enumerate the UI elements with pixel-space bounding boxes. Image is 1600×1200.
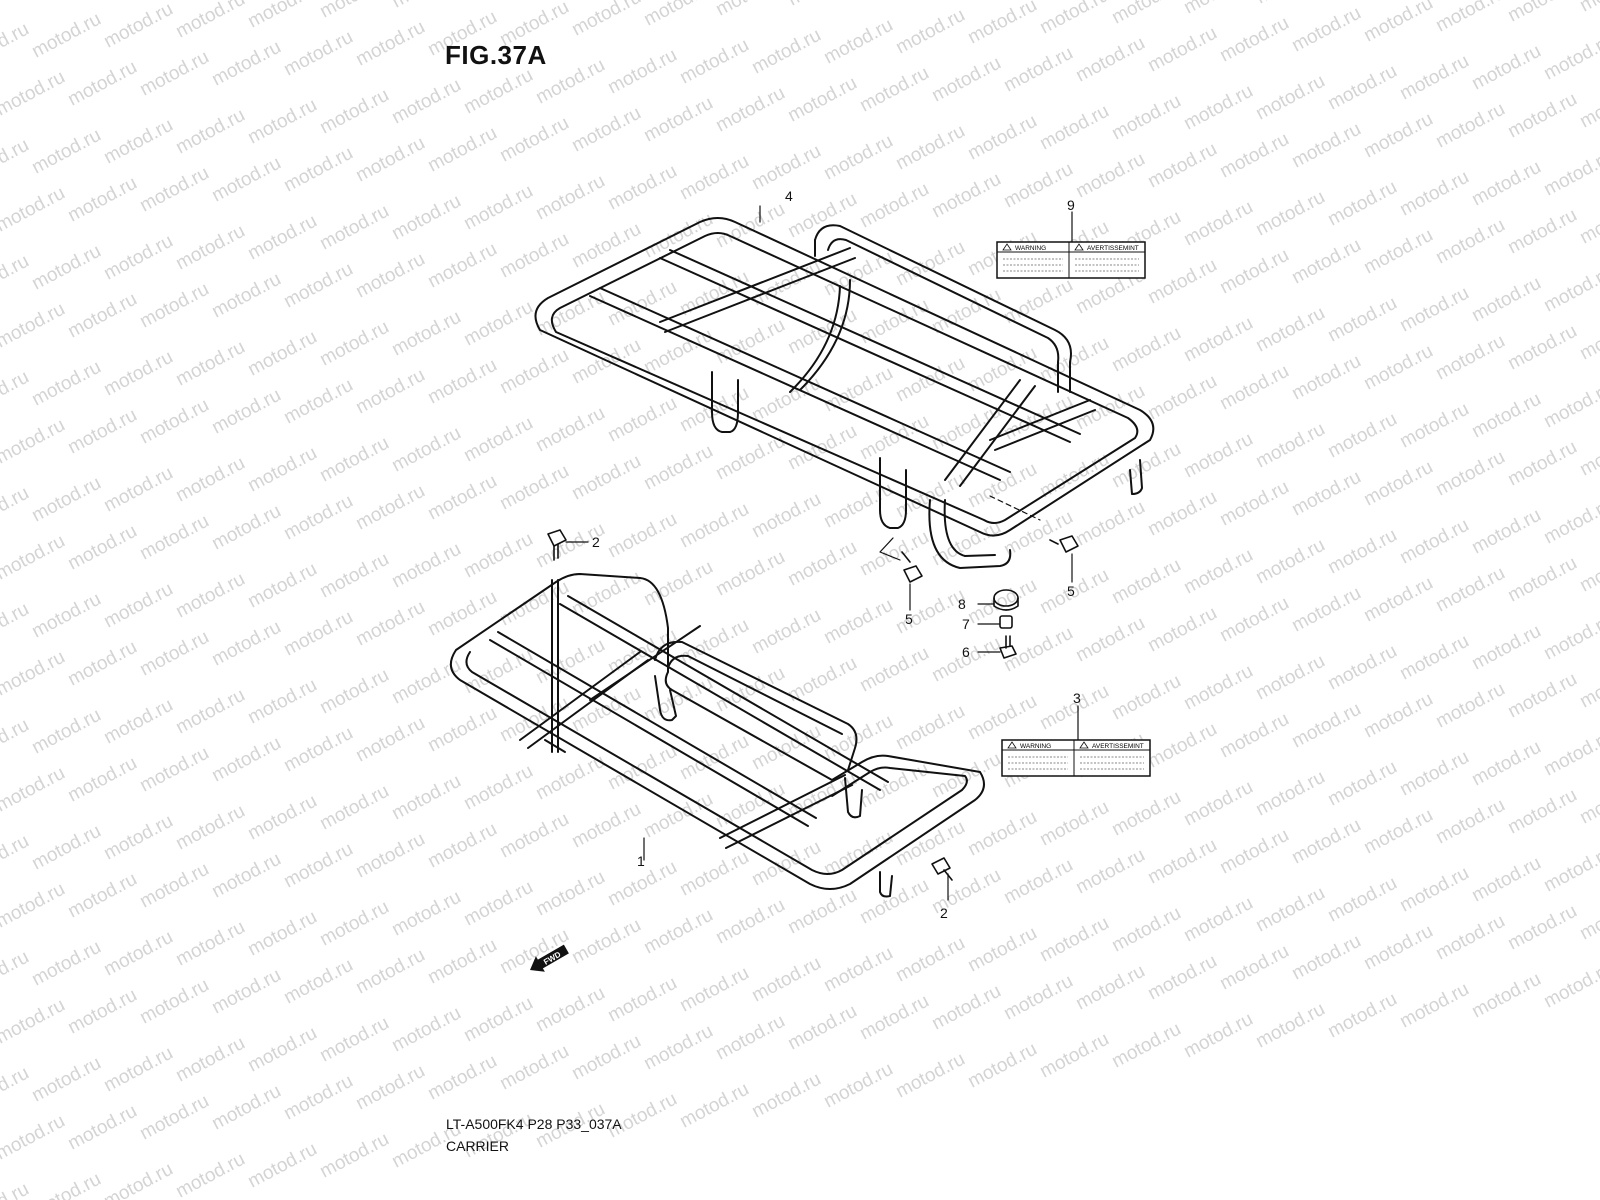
fasteners — [547, 529, 1079, 881]
callout-6: 6 — [962, 644, 970, 660]
callout-2-top: 2 — [592, 534, 600, 550]
callout-9: 9 — [1067, 197, 1075, 213]
figure-title: FIG.37A — [445, 40, 547, 70]
front-carrier — [449, 573, 985, 898]
callout-8: 8 — [958, 596, 966, 612]
leader-lines — [565, 205, 1079, 901]
callout-7: 7 — [962, 616, 970, 632]
warning-label-upper: WARNING AVERTISSEMINT — [996, 241, 1146, 279]
model-code: LT-A500FK4 P28 P33_037A — [446, 1116, 622, 1132]
upper-label-warning-text: WARNING — [1015, 245, 1046, 252]
rear-carrier — [534, 217, 1155, 569]
upper-label-avert-text: AVERTISSEMINT — [1087, 245, 1139, 252]
callout-1: 1 — [637, 853, 645, 869]
callout-5-right: 5 — [1067, 583, 1075, 599]
callout-3: 3 — [1073, 690, 1081, 706]
lower-label-avert-text: AVERTISSEMINT — [1092, 743, 1144, 750]
callout-5-left: 5 — [905, 611, 913, 627]
fwd-arrow: FWD — [530, 944, 569, 972]
callout-4: 4 — [785, 188, 793, 204]
figure-name: CARRIER — [446, 1138, 510, 1154]
lower-label-warning-text: WARNING — [1020, 743, 1051, 750]
callout-2-bottom: 2 — [940, 905, 948, 921]
warning-label-lower: WARNING AVERTISSEMINT — [1001, 739, 1151, 777]
